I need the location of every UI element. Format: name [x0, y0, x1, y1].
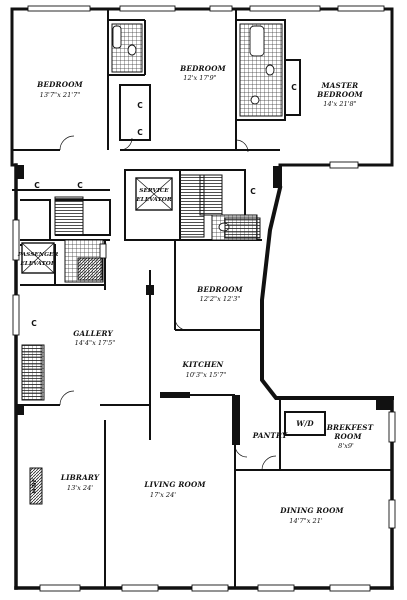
closet-label: C [34, 181, 40, 190]
closet-label: C [250, 187, 256, 196]
breakfast-room-name-1: BREKFEST [326, 423, 374, 432]
gallery-name: GALLERY [73, 329, 113, 338]
pantry-name: PANTRY [252, 431, 288, 440]
closet-labels: C C C C C C C [31, 83, 297, 328]
interior-walls [12, 9, 392, 588]
hatched-closets [29, 257, 103, 505]
master-bedroom-name-1: MASTER [321, 81, 359, 90]
bottom-windows [39, 584, 371, 592]
structural-columns [16, 165, 392, 445]
wbf-label: WBF [32, 477, 38, 493]
dining-room-name: DINING ROOM [279, 506, 344, 515]
bedroom-center-dim: 12'x 17'9" [183, 74, 216, 82]
bedroom-left-dim: 13'7"x 21'7" [40, 91, 81, 99]
library-dim: 13'x 24' [67, 484, 93, 492]
dining-room-dim: 14'7"x 21' [289, 517, 323, 525]
door-swings [59, 135, 277, 471]
passenger-elevator: PASSENGER ELEVATOR [17, 242, 59, 274]
master-bedroom-name-2: BEDROOM [316, 90, 363, 99]
living-room-dim: 17'x 24' [150, 491, 176, 499]
closet-label: C [31, 319, 37, 328]
passenger-elevator-label-2: ELEVATOR [19, 261, 56, 267]
stairs [21, 174, 261, 401]
wd-name: W/D [296, 419, 314, 428]
living-room-name: LIVING ROOM [143, 480, 206, 489]
top-windows [27, 5, 385, 12]
closet-label: C [291, 83, 297, 92]
closet-label: C [137, 101, 143, 110]
breakfast-room-dim: 8'x9' [338, 442, 354, 450]
passenger-elevator-label-1: PASSENGER [17, 252, 59, 258]
service-elevator-label-2: ELEVATOR [135, 197, 172, 203]
closet-label: C [77, 181, 83, 190]
master-bedroom-dim: 14'x 21'8" [323, 100, 356, 108]
service-elevator-label-1: SERVICE [139, 188, 169, 194]
closet-label: C [137, 128, 143, 137]
kitchen-name: KITCHEN [182, 360, 224, 369]
service-elevator: SERVICE ELEVATOR [135, 177, 173, 211]
library-name: LIBRARY [60, 473, 100, 482]
kitchen-dim: 10'3"x 15'7" [186, 371, 227, 379]
room-labels: BEDROOM 13'7"x 21'7" BEDROOM 12'x 17'9" … [32, 64, 374, 525]
bedroom-center-name: BEDROOM [179, 64, 226, 73]
side-windows [12, 161, 396, 529]
breakfast-room-name-2: ROOM [333, 432, 362, 441]
bedroom-mid-name: BEDROOM [196, 285, 243, 294]
bedroom-mid-dim: 12'2"x 12'3" [200, 295, 241, 303]
gallery-dim: 14'4"x 17'5" [75, 339, 116, 347]
bedroom-left-name: BEDROOM [36, 80, 83, 89]
